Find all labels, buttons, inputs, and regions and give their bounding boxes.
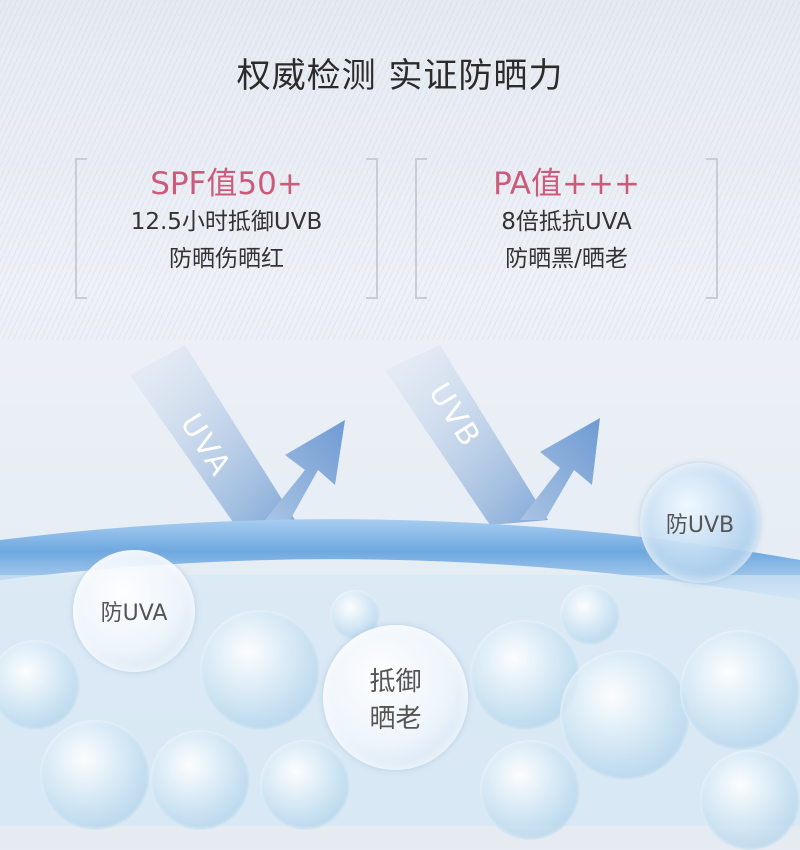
spf-line1: 12.5小时抵御UVB (130, 209, 323, 235)
bubble-anti-aging: 抵御 晒老 (323, 625, 468, 770)
spf-panel: SPF值50+ 12.5小时抵御UVB 防晒伤晒红 (75, 158, 378, 299)
background-texture (0, 0, 800, 340)
bracket-left (415, 158, 427, 299)
spf-line2: 防晒伤晒红 (169, 246, 284, 272)
bubble-anti-aging-line1: 抵御 (369, 666, 422, 697)
skin-surface (0, 519, 800, 600)
pa-panel: PA值+++ 8倍抵抗UVA 防晒黑/晒老 (415, 158, 718, 299)
bracket-right (366, 158, 378, 299)
bracket-left (75, 158, 87, 299)
pa-line1: 8倍抵抗UVA (501, 209, 632, 235)
bubble-uva: 防UVA (73, 550, 195, 672)
bubble-uvb: 防UVB (640, 463, 760, 583)
uva-arrow (130, 345, 345, 525)
pa-line2: 防晒黑/晒老 (505, 246, 628, 272)
page-title: 权威检测 实证防晒力 (236, 56, 564, 96)
spf-heading: SPF值50+ (150, 166, 303, 202)
bubble-anti-aging-line2: 晒老 (369, 703, 422, 734)
pa-heading: PA值+++ (493, 166, 640, 202)
bracket-right (706, 158, 718, 299)
uvb-arrow (385, 345, 600, 525)
